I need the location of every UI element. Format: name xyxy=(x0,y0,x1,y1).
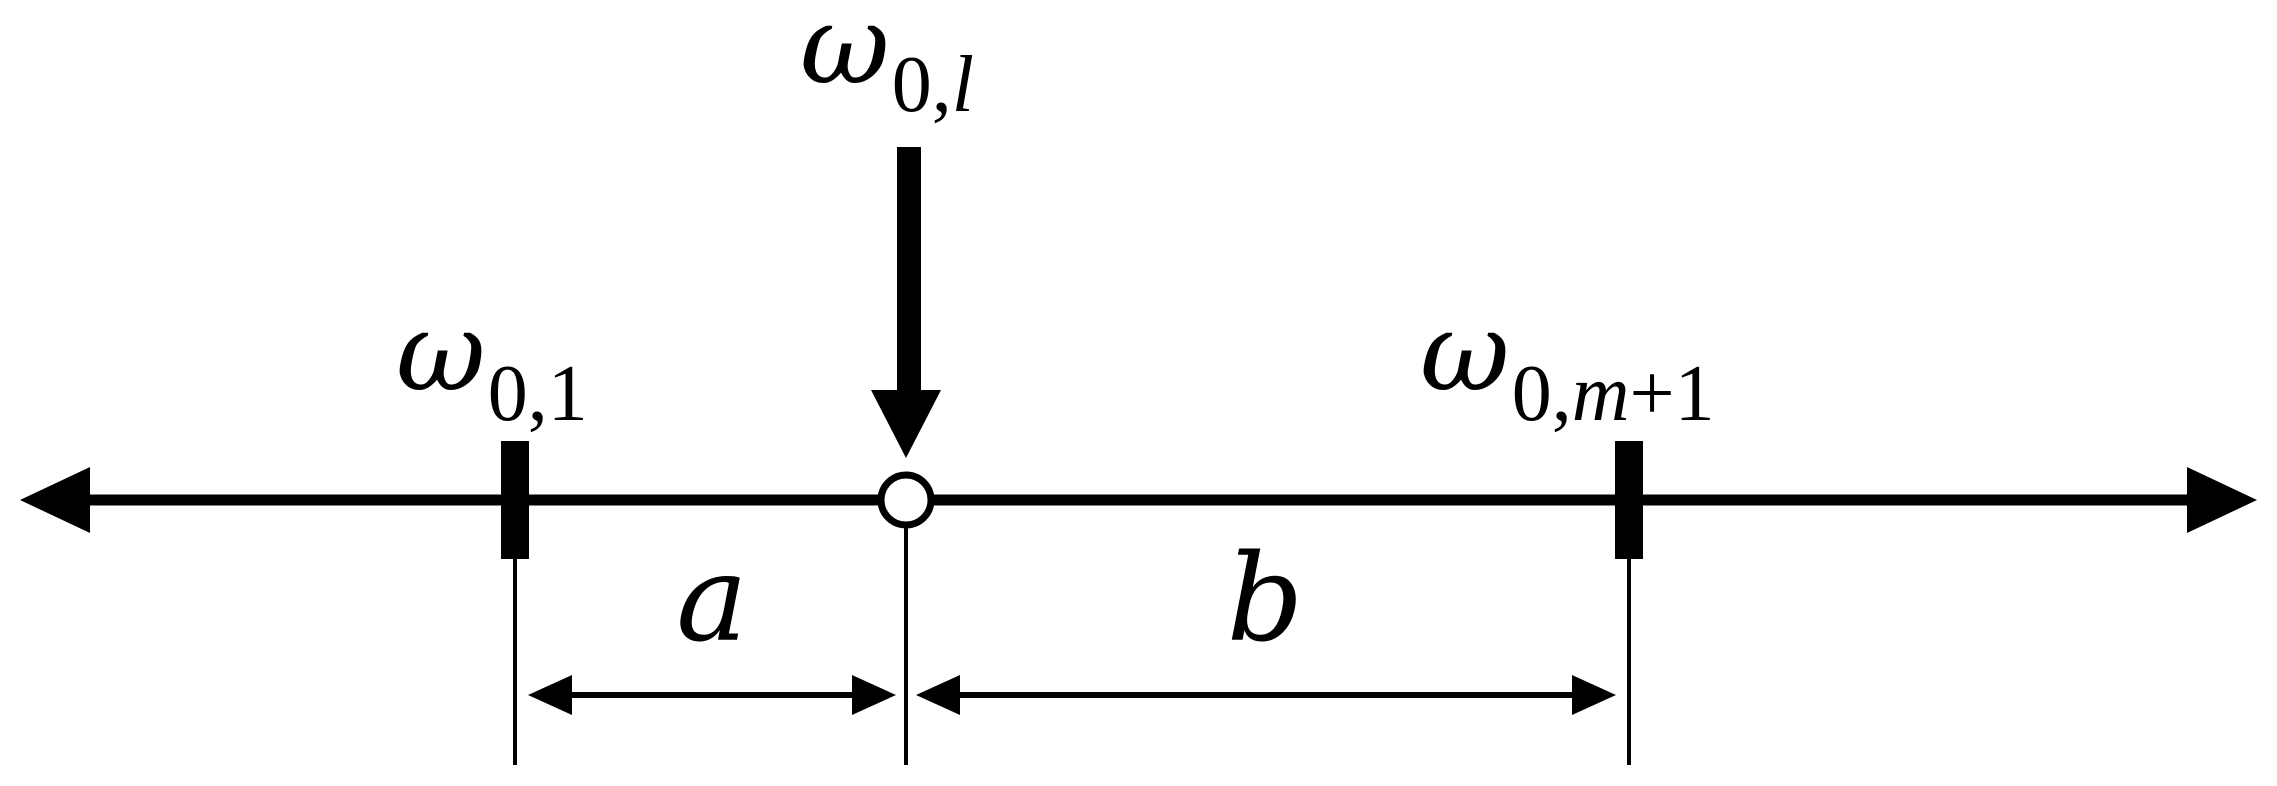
distance-arrow-b-left-head xyxy=(916,675,960,715)
label-omega-mid: ω0,l xyxy=(800,0,974,129)
label-omega-right: ω0,m+1 xyxy=(1420,288,1715,438)
pointer-arrow-shaft xyxy=(897,147,921,397)
distance-arrow-a-right-head xyxy=(852,675,896,715)
axis-left-arrowhead xyxy=(20,467,90,533)
label-distance-b: b xyxy=(1227,530,1304,669)
label-distance-a: a xyxy=(676,530,748,669)
distance-arrow-a-left-head xyxy=(528,675,572,715)
pointer-arrow-head xyxy=(871,390,941,458)
axis-right-arrowhead xyxy=(2187,467,2257,533)
distance-arrow-b-right-head xyxy=(1572,675,1616,715)
tick-left xyxy=(501,441,529,559)
tick-right xyxy=(1615,441,1643,559)
open-point-mid xyxy=(877,471,935,529)
label-omega-left: ω0,1 xyxy=(396,288,588,438)
